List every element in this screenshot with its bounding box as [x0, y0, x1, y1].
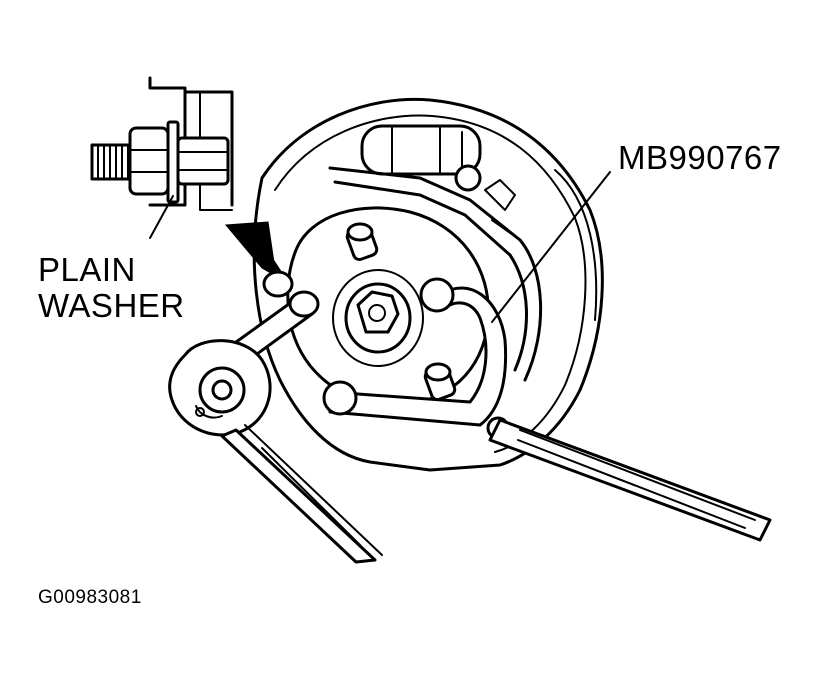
wheel-studs: [345, 222, 457, 402]
figure-id-label: G00983081: [38, 587, 142, 608]
wheel-cylinder: [360, 124, 482, 192]
backing-plate: [252, 97, 604, 472]
socket-extension: [230, 270, 320, 364]
plain-washer-label-line1: PLAIN: [38, 251, 136, 288]
plain-washer-label: PLAIN WASHER: [38, 252, 185, 324]
tool-number-label: MB990767: [618, 139, 782, 176]
bolt-detail-inset: [90, 76, 234, 239]
brake-shoes: [328, 166, 543, 382]
plain-washer-label-line2: WASHER: [38, 287, 185, 324]
ratchet-handle: [168, 339, 383, 564]
flange-holder-tool: [322, 171, 772, 542]
hub-flange: [286, 206, 490, 407]
